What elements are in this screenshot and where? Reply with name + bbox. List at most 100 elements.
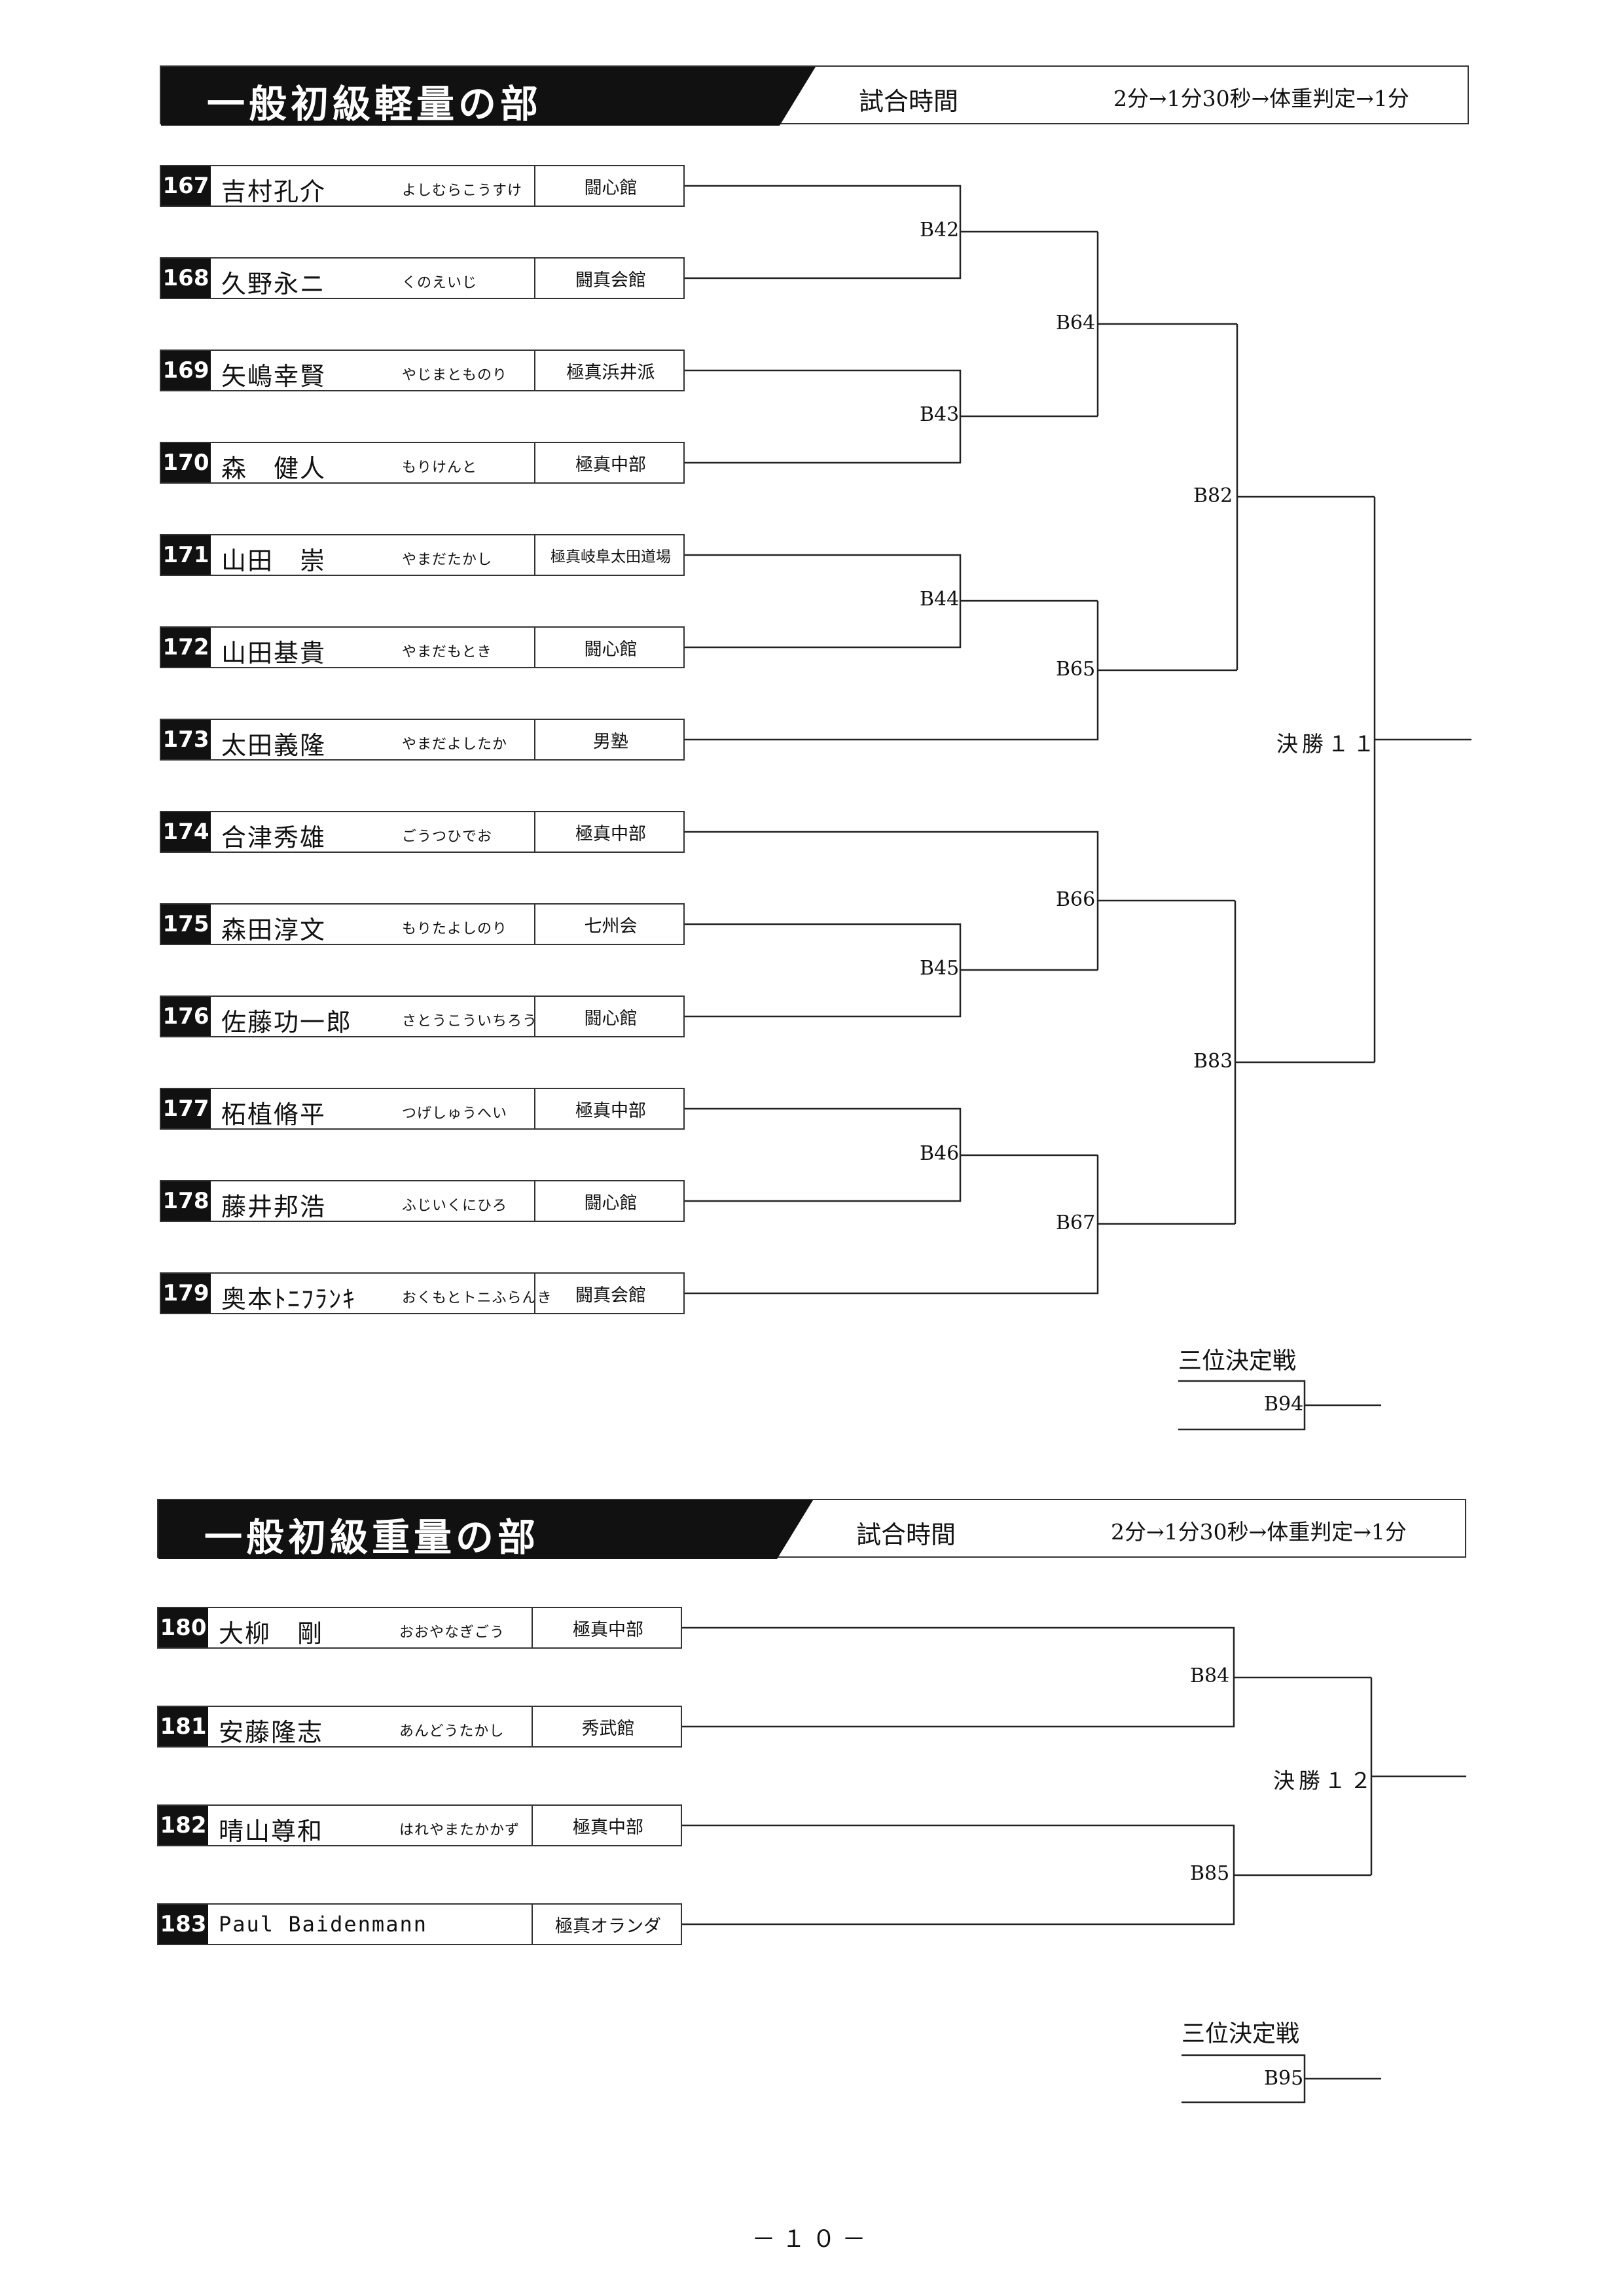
competitor-dojo: 闘心館 (534, 997, 686, 1036)
competitor-kana: やまだよしたか (402, 736, 508, 753)
header-title-bar: 一般初級重量の部 (158, 1500, 813, 1559)
time-rule: 2分→1分30秒→体重判定→1分 (1113, 86, 1409, 111)
competitor-dojo: 秀武館 (532, 1707, 683, 1746)
competitor-name: 矢嶋幸賢 (221, 362, 327, 391)
competitor-dojo: 男塾 (534, 720, 686, 759)
entry-number: 176 (161, 997, 211, 1036)
competitor-entry: 172 山田基貴 やまだもとき 闘心館 (160, 626, 685, 668)
competitor-dojo: 闘心館 (534, 1181, 686, 1221)
competitor-name: 藤井邦浩 (221, 1193, 327, 1221)
match-label-b82: B82 (1193, 484, 1233, 507)
match-label-b84: B84 (1190, 1664, 1230, 1687)
entry-number: 172 (161, 628, 211, 667)
match-label-b42: B42 (920, 219, 960, 242)
competitor-dojo: 極真岐阜太田道場 (534, 535, 686, 575)
competitor-kana: さとうこういちろう (402, 1013, 538, 1030)
competitor-dojo: 闘心館 (534, 628, 686, 667)
match-label-b83: B83 (1193, 1050, 1233, 1073)
competitor-entry: 179 奥本ﾄﾆﾌﾗﾝｷ おくもとトニふらんき 闘真会館 (160, 1272, 685, 1314)
competitor-dojo: 極真中部 (534, 1089, 686, 1128)
match-label-b64: B64 (1056, 312, 1096, 334)
page-number: －１０－ (751, 2226, 873, 2253)
entry-number: 175 (161, 905, 211, 944)
competitor-dojo: 極真中部 (532, 1608, 683, 1647)
entry-number: 174 (161, 812, 211, 852)
competitor-entry: 169 矢嶋幸賢 やじまとものり 極真浜井派 (160, 350, 685, 391)
entry-number: 181 (158, 1707, 208, 1746)
competitor-name: 山田基貴 (221, 639, 327, 668)
competitor-dojo: 闘真会館 (534, 1274, 686, 1313)
competitor-kana: あんどうたかし (399, 1723, 505, 1740)
competitor-dojo: 極真オランダ (532, 1905, 683, 1944)
final-match-label: 決勝１１ (1276, 731, 1379, 757)
competitor-name: 佐藤功一郎 (221, 1008, 353, 1037)
competitor-entry: 181 安藤隆志 あんどうたかし 秀武館 (157, 1706, 682, 1748)
competitor-name: 安藤隆志 (219, 1718, 324, 1747)
entry-number: 178 (161, 1181, 211, 1221)
competitor-name: 晴山尊和 (219, 1817, 324, 1846)
entry-number: 182 (158, 1806, 208, 1845)
competitor-kana: くのえいじ (402, 275, 478, 291)
entry-number: 168 (161, 259, 211, 298)
competitor-entry: 183 Paul Baidenmann 極真オランダ (157, 1903, 682, 1945)
competitor-entry: 171 山田 崇 やまだたかし 極真岐阜太田道場 (160, 534, 685, 576)
competitor-entry: 182 晴山尊和 はれやまたかかず 極真中部 (157, 1804, 682, 1846)
time-label: 試合時間 (859, 87, 959, 116)
competitor-kana: よしむらこうすけ (402, 183, 523, 199)
competitor-kana: ふじいくにひろ (402, 1198, 508, 1214)
competitor-kana: つげしゅうへい (402, 1105, 508, 1122)
match-label-b94: B94 (1264, 1393, 1304, 1416)
section-title: 一般初級軽量の部 (207, 82, 543, 126)
match-label-b44: B44 (920, 588, 960, 611)
competitor-kana: はれやまたかかず (399, 1822, 520, 1839)
competitor-dojo: 七州会 (534, 905, 686, 944)
competitor-entry: 168 久野永ニ くのえいじ 闘真会館 (160, 257, 685, 299)
time-rule: 2分→1分30秒→体重判定→1分 (1111, 1519, 1407, 1545)
time-label: 試合時間 (856, 1520, 956, 1549)
entry-number: 179 (161, 1274, 211, 1313)
match-label-b66: B66 (1056, 888, 1096, 911)
competitor-dojo: 極真中部 (532, 1806, 683, 1845)
entry-number: 171 (161, 535, 211, 575)
competitor-entry: 175 森田淳文 もりたよしのり 七州会 (160, 903, 685, 945)
competitor-name: 吉村孔介 (221, 177, 327, 206)
match-label-b85: B85 (1190, 1862, 1230, 1885)
competitor-name: 奥本ﾄﾆﾌﾗﾝｷ (221, 1285, 357, 1314)
competitor-name: 久野永ニ (221, 270, 327, 298)
third-place-title: 三位決定戦 (1178, 1348, 1297, 1374)
match-label-b43: B43 (920, 403, 960, 426)
competitor-kana: やじまとものり (402, 367, 508, 384)
competitor-kana: おおやなぎごう (399, 1624, 505, 1641)
header-title-bar: 一般初級軽量の部 (161, 67, 816, 126)
competitor-name: 大柳 剛 (219, 1619, 324, 1648)
final-match-label: 決勝１２ (1273, 1768, 1375, 1793)
competitor-entry: 174 合津秀雄 ごうつひでお 極真中部 (160, 811, 685, 853)
entry-number: 173 (161, 720, 211, 759)
competitor-name: 太田義隆 (221, 731, 327, 760)
competitor-entry: 180 大柳 剛 おおやなぎごう 極真中部 (157, 1607, 682, 1649)
section-header: 一般初級重量の部 試合時間 2分→1分30秒→体重判定→1分 (157, 1499, 1466, 1559)
competitor-kana: もりたよしのり (402, 921, 508, 937)
entry-number: 180 (158, 1608, 208, 1647)
competitor-name: Paul Baidenmann (219, 1912, 427, 1937)
competitor-name: 合津秀雄 (221, 823, 327, 852)
competitor-kana: やまだもとき (402, 644, 492, 660)
section-title: 一般初級重量の部 (204, 1515, 540, 1560)
competitor-entry: 178 藤井邦浩 ふじいくにひろ 闘心館 (160, 1180, 685, 1222)
competitor-entry: 170 森 健人 もりけんと 極真中部 (160, 442, 685, 484)
competitor-entry: 176 佐藤功一郎 さとうこういちろう 闘心館 (160, 996, 685, 1037)
third-place-title: 三位決定戦 (1182, 2020, 1300, 2047)
entry-number: 170 (161, 443, 211, 482)
competitor-entry: 167 吉村孔介 よしむらこうすけ 闘心館 (160, 165, 685, 207)
match-label-b46: B46 (920, 1142, 960, 1165)
competitor-kana: おくもとトニふらんき (402, 1290, 552, 1306)
entry-number: 177 (161, 1089, 211, 1128)
competitor-name: 山田 崇 (221, 547, 327, 575)
competitor-name: 森田淳文 (221, 916, 327, 944)
match-label-b65: B65 (1056, 658, 1096, 681)
entry-number: 169 (161, 351, 211, 390)
competitor-dojo: 極真浜井派 (534, 351, 686, 390)
match-label-b45: B45 (920, 957, 960, 980)
match-label-b95: B95 (1264, 2067, 1304, 2090)
